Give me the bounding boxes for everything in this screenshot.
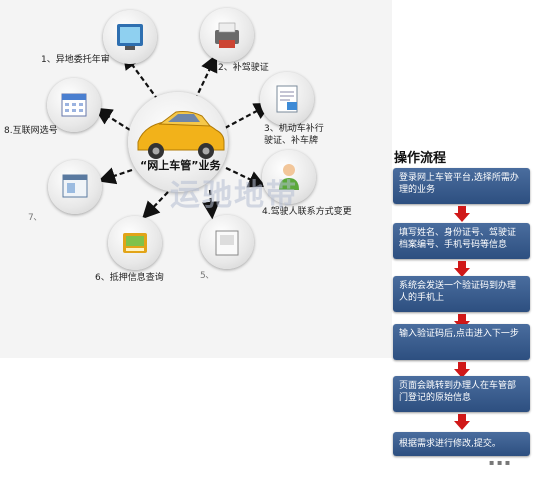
spoke-3 bbox=[224, 102, 272, 129]
node-7-label: 7、 bbox=[28, 213, 42, 223]
car-icon bbox=[137, 111, 225, 159]
node-5 bbox=[200, 215, 254, 269]
calendar-icon bbox=[61, 93, 87, 117]
person-icon bbox=[279, 164, 299, 190]
printer-icon bbox=[215, 22, 239, 48]
spoke-5 bbox=[202, 189, 220, 220]
flow-title: 操作流程 bbox=[394, 151, 447, 166]
flow-step-2: 填写姓名、身份证号、驾驶证档案编号、手机号码等信息 bbox=[393, 223, 530, 259]
node-6-label: 6、抵押信息查询 bbox=[95, 273, 164, 283]
spoke-1 bbox=[122, 51, 159, 101]
flow-step-4: 输入验证码后,点击进入下一步 bbox=[393, 324, 530, 360]
document-icon bbox=[276, 85, 298, 113]
flow-arrow-icon bbox=[454, 206, 470, 222]
spoke-2 bbox=[194, 54, 218, 101]
watermark: 运驰地带 bbox=[170, 178, 298, 213]
flow-step-3: 系统会发送一个验证码到办理人的手机上 bbox=[393, 276, 530, 312]
hub-label: “网上车管”业务 bbox=[140, 159, 221, 172]
spoke-6 bbox=[141, 191, 169, 220]
node-1-label: 1、异地委托年审 bbox=[41, 55, 110, 65]
folder-icon bbox=[215, 230, 239, 256]
spoke-7 bbox=[97, 167, 133, 185]
window-icon bbox=[62, 174, 88, 198]
node-2 bbox=[200, 8, 254, 62]
flow-arrow-icon bbox=[454, 362, 470, 378]
flow-arrow-icon bbox=[454, 261, 470, 277]
node-5-label: 5、 bbox=[200, 271, 214, 281]
node-2-label: 2、补驾驶证 bbox=[218, 63, 269, 73]
node-3-label: 3、机动车补行 驶证、补车牌 bbox=[264, 124, 324, 146]
node-4 bbox=[262, 150, 316, 204]
flow-step-5: 页面会跳转到办理人在车管部门登记的原始信息 bbox=[393, 376, 530, 412]
node-3 bbox=[260, 72, 314, 126]
node-8-label: 8.互联网选号 bbox=[4, 126, 58, 136]
tablet-icon bbox=[123, 233, 147, 253]
node-8 bbox=[47, 78, 101, 132]
node-4-label: 4.驾驶人联系方式变更 bbox=[262, 207, 352, 217]
monitor-icon bbox=[117, 24, 143, 50]
spoke-4 bbox=[225, 167, 266, 188]
spoke-8 bbox=[94, 107, 131, 131]
node-6 bbox=[108, 216, 162, 270]
flow-arrow-icon bbox=[454, 414, 470, 430]
flow-arrow-icon bbox=[454, 314, 470, 330]
hub-circle bbox=[128, 92, 228, 192]
flow-step-6: 根据需求进行修改,提交。 bbox=[393, 432, 530, 456]
node-1 bbox=[103, 10, 157, 64]
credit-mark: ▪ ▪ ▪ bbox=[489, 458, 511, 467]
flow-step-1: 登录网上车管平台,选择所需办理的业务 bbox=[393, 168, 530, 204]
node-7 bbox=[48, 160, 102, 214]
